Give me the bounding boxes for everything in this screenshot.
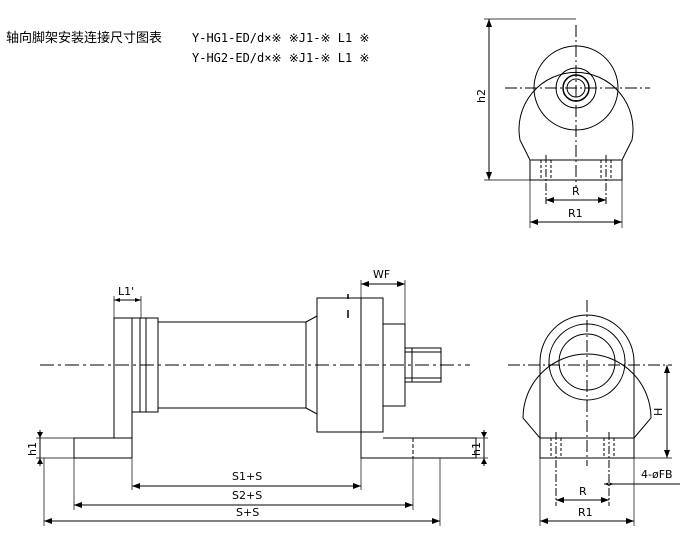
- fb-label: 4-øFB: [641, 468, 673, 481]
- side-view: L1' WF h1 h1 S1+S S2+S: [26, 268, 488, 526]
- s1s-label: S1+S: [232, 470, 262, 483]
- wf-label: WF: [373, 268, 390, 281]
- h1-left-label: h1: [26, 442, 39, 456]
- l1-arrows: [114, 298, 141, 302]
- h-label: H: [652, 408, 665, 416]
- top-r-label: R: [572, 185, 580, 198]
- bottom-r1-label: R1: [578, 506, 593, 519]
- right-foot-outline: [360, 432, 477, 459]
- h1-right-label: h1: [470, 442, 483, 456]
- l1-label: L1': [118, 285, 134, 298]
- model-code-line-1: Y-HG1-ED/d×※ ※J1-※ L1 ※: [192, 31, 370, 45]
- s2s-label: S2+S: [232, 489, 262, 502]
- left-foot-outline: [73, 317, 133, 458]
- fb-arrows: [604, 482, 614, 486]
- bottom-r-label: R: [579, 485, 587, 498]
- top-end-profile: [518, 71, 634, 181]
- top-r1-label: R1: [568, 207, 583, 220]
- bottom-end-profile: [522, 353, 652, 459]
- h2-label: h2: [475, 89, 488, 103]
- bottom-end-view: H 4-øFB R R1: [508, 300, 680, 526]
- title-text: 轴向脚架安装连接尺寸图表: [6, 30, 162, 46]
- top-end-view: h2 R R1: [475, 18, 650, 228]
- ss-label: S+S: [236, 506, 259, 519]
- model-code-line-2: Y-HG2-ED/d×※ ※J1-※ L1 ※: [192, 51, 370, 65]
